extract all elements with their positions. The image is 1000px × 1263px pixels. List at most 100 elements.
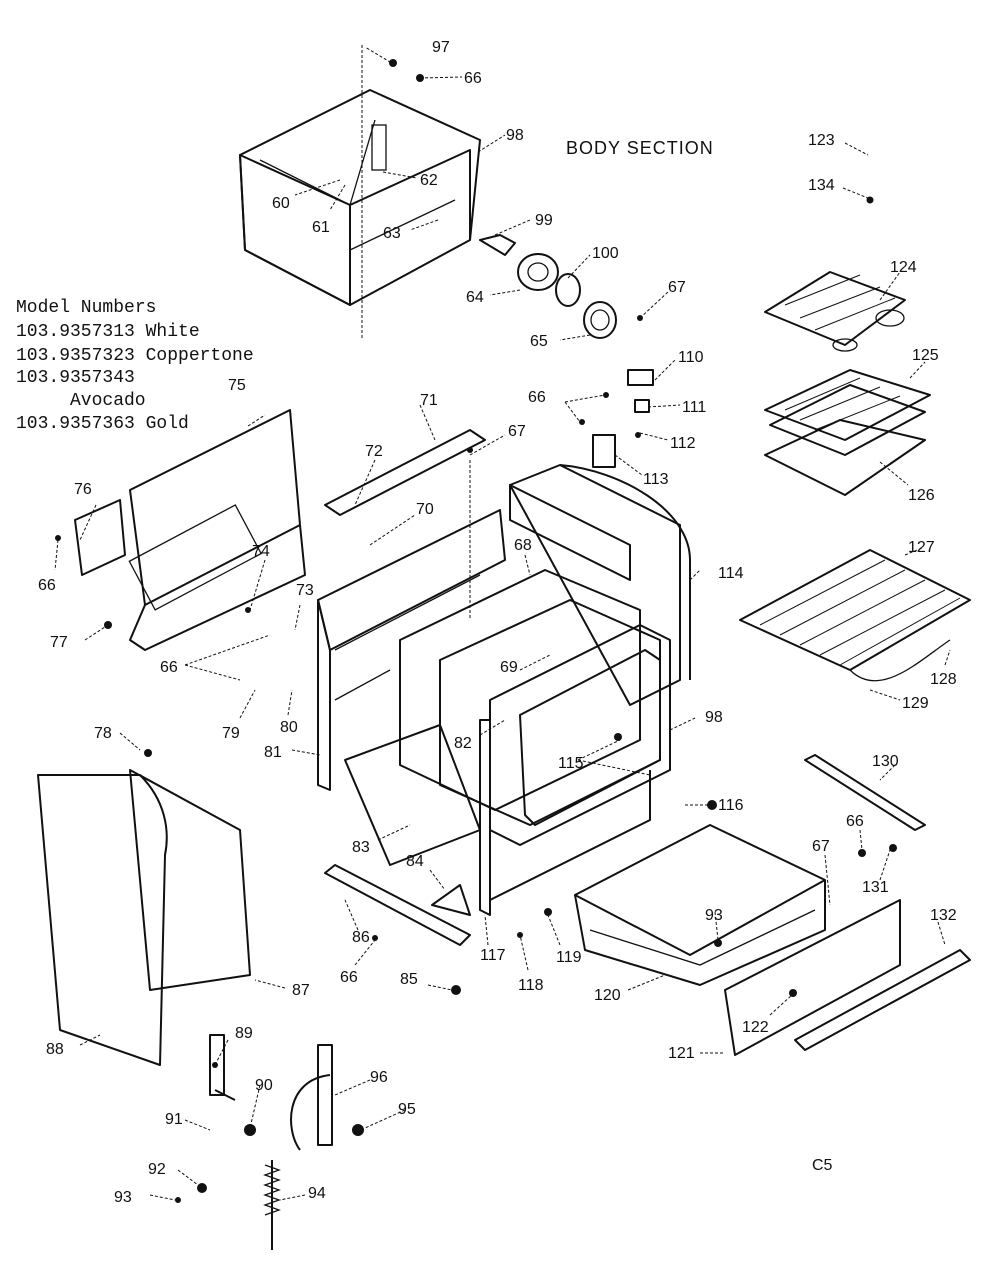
- callout-label: 92: [148, 1161, 166, 1178]
- callout-label: 67: [508, 423, 526, 440]
- callout-label: 125: [912, 347, 939, 364]
- callout-label: 111: [682, 399, 706, 416]
- storage-drawer: [574, 824, 826, 986]
- callout-label: 81: [264, 744, 282, 761]
- lower-front-frame: [479, 719, 491, 916]
- callout-label: 66: [528, 389, 546, 406]
- callout-label: 66: [160, 659, 178, 676]
- callout-label: 85: [400, 971, 418, 988]
- callout-label: 121: [668, 1045, 695, 1062]
- callout-label: 60: [272, 195, 290, 212]
- callout-label: 82: [454, 735, 472, 752]
- model-line: 103.9357363 Gold: [16, 414, 189, 434]
- callout-label: 78: [94, 725, 112, 742]
- oven-door-frame: [489, 624, 671, 846]
- callout-label: 132: [930, 907, 957, 924]
- broiler-pan: [764, 369, 931, 496]
- callout-label: 115: [558, 755, 584, 772]
- callout-label: 84: [406, 853, 424, 870]
- gas-valve-part: [627, 369, 654, 386]
- bottom-tray: [344, 724, 481, 866]
- callout-label: 91: [165, 1111, 183, 1128]
- drawer-trim: [794, 949, 971, 1051]
- callout-label: 126: [908, 487, 935, 504]
- callout-label: 74: [252, 543, 270, 560]
- callout-label: 96: [370, 1069, 388, 1086]
- callout-label: 99: [535, 212, 553, 229]
- callout-label: 67: [812, 838, 830, 855]
- callout-label: 93: [114, 1189, 132, 1206]
- callout-label: 119: [556, 949, 582, 966]
- callout-labels: 97 66 98 62 60 61 63 99 100 67 64 65 123…: [38, 39, 957, 1206]
- callout-label: 97: [432, 39, 450, 56]
- callout-label: 61: [312, 219, 330, 236]
- callout-label: 94: [308, 1185, 326, 1202]
- model-line: 103.9357313 White: [16, 322, 200, 342]
- callout-label: 87: [292, 982, 310, 999]
- callout-label: 66: [38, 577, 56, 594]
- model-numbers-block: Model Numbers 103.9357313 White 103.9357…: [16, 298, 254, 434]
- callout-label: 65: [530, 333, 548, 350]
- callout-label: 68: [514, 537, 532, 554]
- model-line: 103.9357343: [16, 368, 135, 388]
- callout-label: 88: [46, 1041, 64, 1058]
- oven-rack: [739, 549, 971, 682]
- callout-label: 62: [420, 172, 438, 189]
- burner-fittings: [479, 234, 617, 339]
- callout-label: 113: [643, 471, 669, 488]
- drawer-front-panel: [724, 899, 901, 1056]
- callout-label: 89: [235, 1025, 253, 1042]
- callout-label: 118: [518, 977, 544, 994]
- callout-label: 63: [383, 225, 401, 242]
- callout-label: 134: [808, 177, 835, 194]
- side-plate: [74, 499, 126, 576]
- callout-label: 79: [222, 725, 240, 742]
- oven-cavity: [399, 569, 661, 826]
- callout-label: 83: [352, 839, 370, 856]
- callout-label: 130: [872, 753, 899, 770]
- side-panel: [37, 774, 241, 1066]
- model-line: Avocado: [70, 391, 146, 411]
- leader-lines: [54, 45, 951, 1201]
- thermostat-part: [592, 434, 616, 468]
- model-numbers-heading: Model Numbers: [16, 298, 156, 318]
- model-line: 103.9357323 Coppertone: [16, 346, 254, 366]
- section-title: BODY SECTION: [566, 138, 714, 158]
- callout-label: 98: [506, 127, 524, 144]
- callout-label: 123: [808, 132, 835, 149]
- lower-frame-edges: [489, 770, 651, 901]
- side-panel-back: [129, 769, 251, 991]
- callout-label: 72: [365, 443, 383, 460]
- callout-label: 124: [890, 259, 917, 276]
- support-bar: [324, 864, 471, 946]
- callout-label: 112: [670, 435, 696, 452]
- callout-label: 128: [930, 671, 957, 688]
- callout-label: 98: [705, 709, 723, 726]
- callout-label: 122: [742, 1019, 769, 1036]
- callout-label: 76: [74, 481, 92, 498]
- diagram-code: C5: [812, 1157, 833, 1174]
- callout-label: 67: [668, 279, 686, 296]
- callout-label: 95: [398, 1101, 416, 1118]
- fastener-dots: [55, 59, 897, 1203]
- callout-label: 66: [340, 969, 358, 986]
- callout-label: 80: [280, 719, 298, 736]
- callout-label: 120: [594, 987, 621, 1004]
- callout-label: 110: [678, 349, 704, 366]
- callout-label: 66: [846, 813, 864, 830]
- callout-label: 73: [296, 582, 314, 599]
- callout-label: 90: [255, 1077, 273, 1094]
- drawer-rail: [804, 754, 926, 831]
- callout-label: 100: [592, 245, 619, 262]
- callout-label: 116: [718, 797, 744, 814]
- broiler-rack: [764, 271, 906, 352]
- back-panel: [128, 409, 306, 651]
- callout-label: 127: [908, 539, 935, 556]
- callout-label: 114: [718, 565, 744, 582]
- callout-label: 69: [500, 659, 518, 676]
- callout-label: 71: [420, 392, 438, 409]
- callout-label: 129: [902, 695, 929, 712]
- callout-label: 93: [705, 907, 723, 924]
